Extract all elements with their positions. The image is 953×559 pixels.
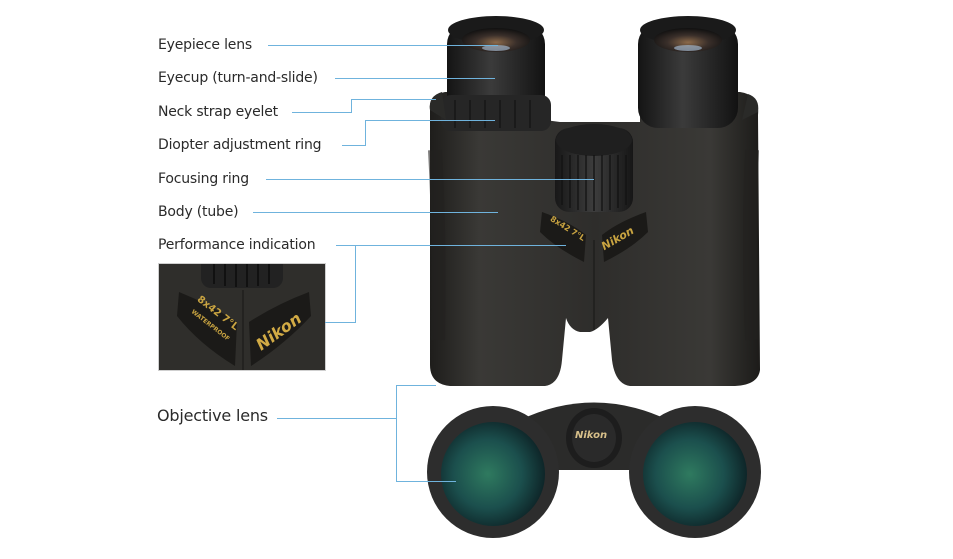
leader-diopter-v	[365, 120, 366, 146]
label-eyepiece-lens: Eyepiece lens	[158, 37, 252, 53]
label-performance-indication: Performance indication	[158, 237, 316, 253]
leader-objective-bottom	[396, 481, 456, 482]
leader-performance-inset	[325, 322, 356, 323]
leader-objective-v	[396, 385, 397, 482]
leader-neck-strap-eyelet	[292, 112, 352, 113]
leader-eyepiece-lens	[268, 45, 498, 46]
label-neck-strap-eyelet: Neck strap eyelet	[158, 104, 278, 120]
leader-neck-strap-eyelet-v	[351, 99, 352, 113]
leader-focusing-ring	[266, 179, 594, 180]
leader-diopter	[342, 145, 366, 146]
label-focusing-ring: Focusing ring	[158, 171, 249, 187]
leader-eyecup	[335, 78, 495, 79]
leader-body-tube	[253, 212, 498, 213]
leader-performance-v	[355, 245, 356, 323]
label-diopter-adjustment-ring: Diopter adjustment ring	[158, 137, 322, 153]
brand-marking-objective: Nikon	[575, 430, 608, 441]
leader-objective	[277, 418, 397, 419]
leader-objective-top	[396, 385, 436, 386]
leader-diopter-2	[365, 120, 495, 121]
label-body-tube: Body (tube)	[158, 204, 239, 220]
leader-performance	[336, 245, 566, 246]
label-objective-lens: Objective lens	[157, 406, 268, 425]
label-eyecup: Eyecup (turn-and-slide)	[158, 70, 318, 86]
leader-neck-strap-eyelet-2	[351, 99, 436, 100]
performance-indication-closeup: 8x42 7°L WATERPROOF Nikon	[158, 263, 326, 371]
